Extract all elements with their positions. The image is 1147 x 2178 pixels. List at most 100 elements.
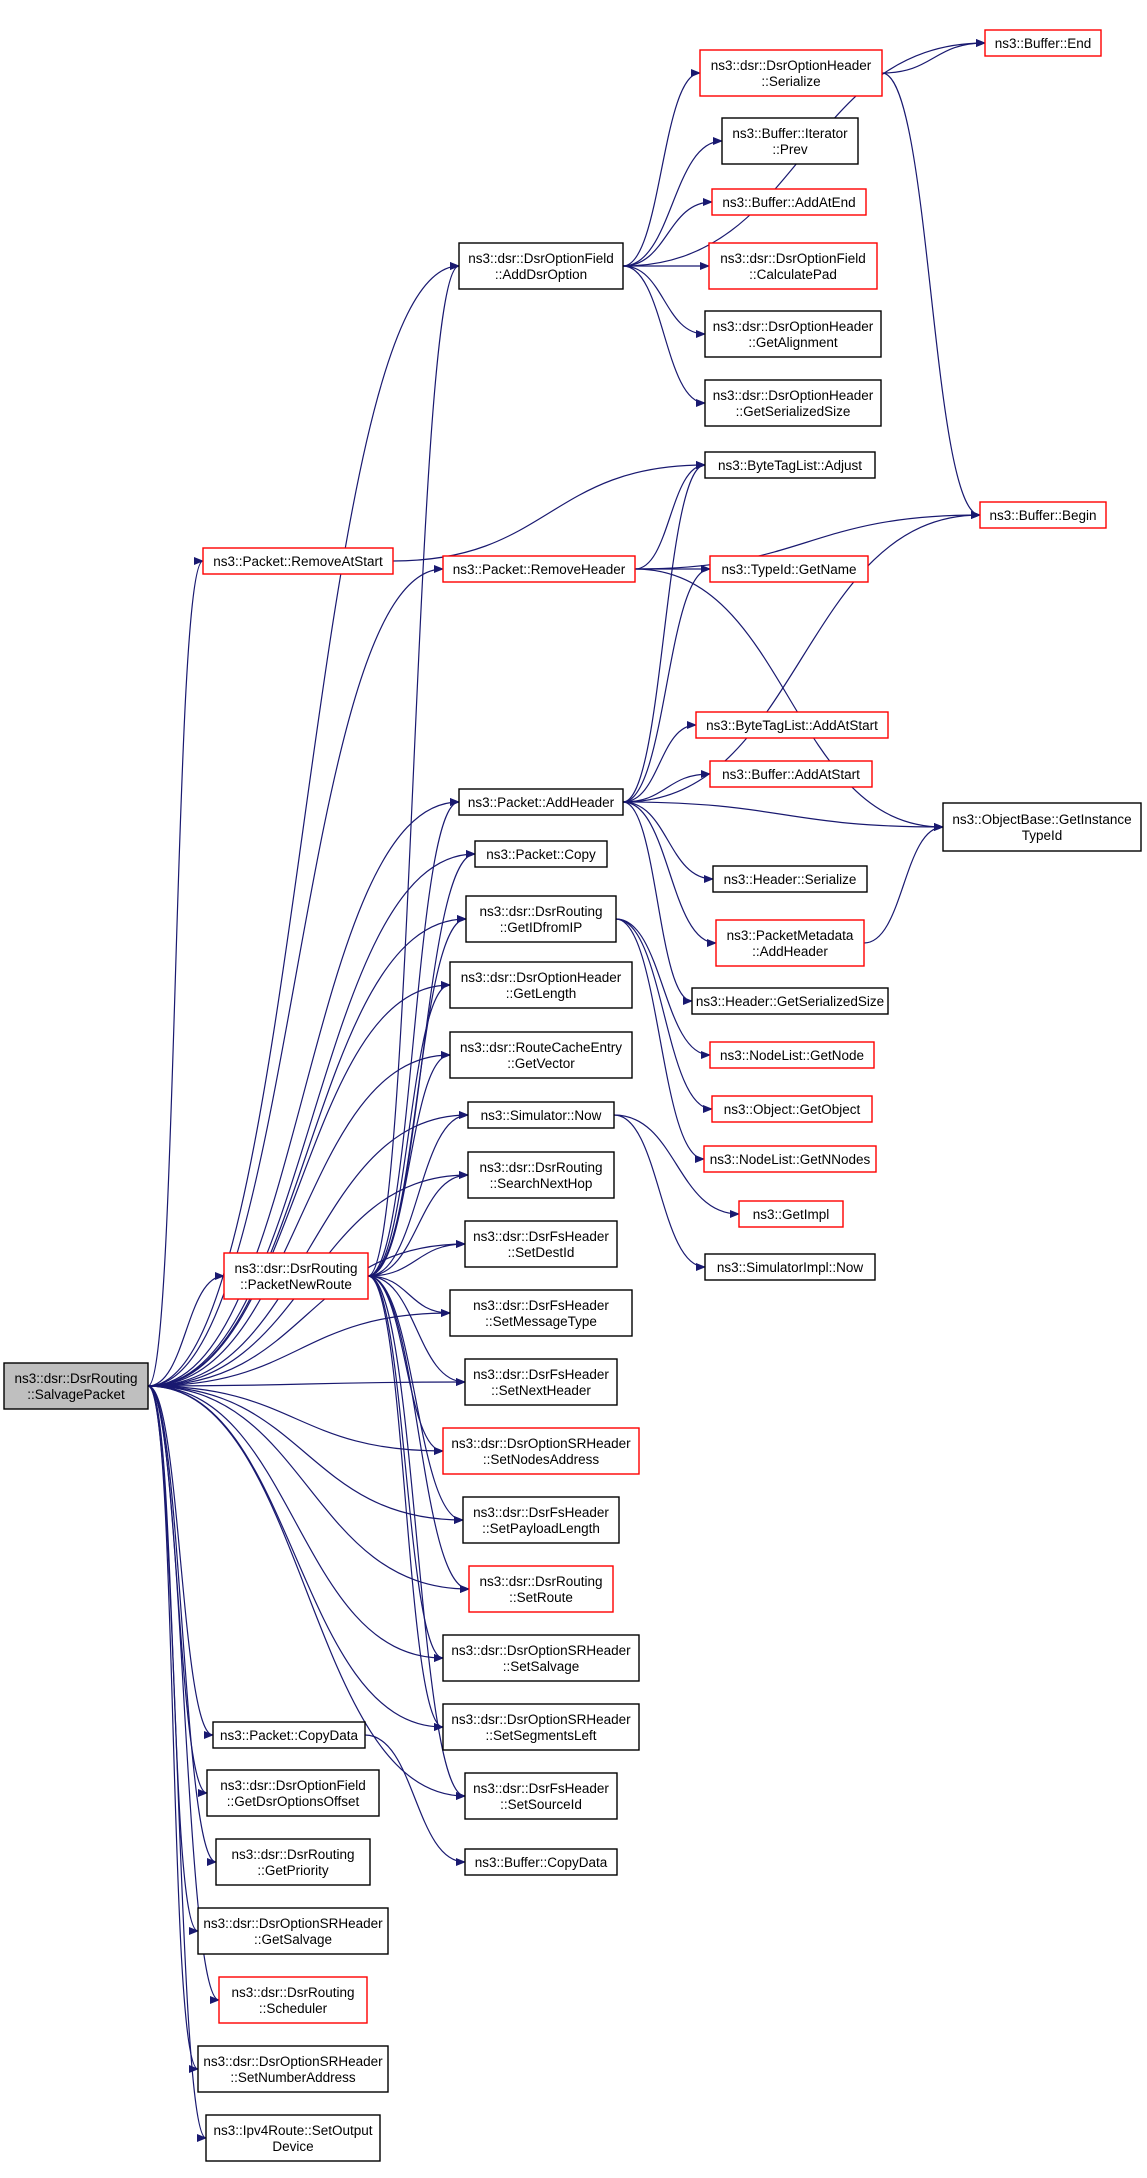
node-label-line: ns3::Buffer::Iterator [732,126,848,141]
node-label-line: ns3::Packet::RemoveHeader [453,562,626,577]
node-bufEnd[interactable]: ns3::Buffer::End [984,29,1102,57]
node-setSalvage[interactable]: ns3::dsr::DsrOptionSRHeader::SetSalvage [442,1634,640,1682]
node-box [218,1976,368,2024]
node-label-line: ns3::dsr::DsrOptionHeader [461,970,622,985]
node-label-line: ns3::Buffer::AddAtEnd [722,195,855,210]
node-label-line: ns3::dsr::DsrFsHeader [473,1505,609,1520]
node-getPriority[interactable]: ns3::dsr::DsrRouting::GetPriority [215,1838,371,1886]
node-setSegLeft[interactable]: ns3::dsr::DsrOptionSRHeader::SetSegments… [442,1703,640,1751]
node-box [458,788,624,816]
node-optGetSerSize[interactable]: ns3::dsr::DsrOptionHeader::GetSerialized… [704,379,882,427]
edge-pktAddHeader-to-hdrSerialize [622,801,714,883]
edge-salvage-to-pktCopyData [147,1385,214,1739]
node-getDsrOptOffset[interactable]: ns3::dsr::DsrOptionField::GetDsrOptionsO… [206,1769,380,1817]
node-calcPad[interactable]: ns3::dsr::DsrOptionField::CalculatePad [708,242,878,290]
edge-packetNewRoute-to-pktAddHeader [367,798,460,1277]
edge-packetNewRoute-to-rceGetVector [367,1051,451,1277]
node-label-line: ::SetSalvage [503,1659,580,1674]
edge-getIdFromIp-to-nlGetNode [615,918,711,1059]
node-box [474,840,608,868]
node-box [709,1041,875,1069]
node-bufAddAtStart[interactable]: ns3::Buffer::AddAtStart [709,760,873,788]
edge-salvage-to-setNextHeader [147,1378,466,1387]
node-getAlign[interactable]: ns3::dsr::DsrOptionHeader::GetAlignment [704,310,882,358]
node-pktCopyData[interactable]: ns3::Packet::CopyData [212,1721,366,1749]
node-setSourceId[interactable]: ns3::dsr::DsrFsHeader::SetSourceId [464,1772,618,1820]
node-bufCopyData[interactable]: ns3::Buffer::CopyData [464,1848,618,1876]
node-label-line: ns3::dsr::DsrRouting [231,1847,354,1862]
node-box [704,310,882,358]
node-pktRemoveHeader[interactable]: ns3::Packet::RemoveHeader [442,555,636,583]
edge-pktAddHeader-to-typeIdGetName [622,565,711,803]
node-nlGetNode[interactable]: ns3::NodeList::GetNode [709,1041,875,1069]
node-hdrGetSerSize[interactable]: ns3::Header::GetSerializedSize [691,987,889,1015]
node-box [458,242,624,290]
node-setMsgType[interactable]: ns3::dsr::DsrFsHeader::SetMessageType [449,1289,633,1337]
edge-salvage-to-setRoute [147,1385,470,1593]
node-setNumberAddr[interactable]: ns3::dsr::DsrOptionSRHeader::SetNumberAd… [197,2045,389,2093]
node-searchNextHop[interactable]: ns3::dsr::DsrRouting::SearchNextHop [467,1151,615,1199]
node-getSalvage[interactable]: ns3::dsr::DsrOptionSRHeader::GetSalvage [197,1907,389,1955]
node-rceGetVector[interactable]: ns3::dsr::RouteCacheEntry::GetVector [449,1031,633,1079]
node-typeIdGetName[interactable]: ns3::TypeId::GetName [709,555,869,583]
node-box [984,29,1102,57]
node-scheduler[interactable]: ns3::dsr::DsrRouting::Scheduler [218,1976,368,2024]
node-packetNewRoute[interactable]: ns3::dsr::DsrRouting::PacketNewRoute [223,1252,369,1300]
node-label-line: ::GetAlignment [748,335,838,350]
node-box [442,555,636,583]
node-btlAdjust[interactable]: ns3::ByteTagList::Adjust [704,451,876,479]
node-label-line: ns3::dsr::DsrOptionHeader [713,388,874,403]
node-addDsrOption[interactable]: ns3::dsr::DsrOptionField::AddDsrOption [458,242,624,290]
node-hdrSerialize[interactable]: ns3::Header::Serialize [712,865,868,893]
node-objGetObject[interactable]: ns3::Object::GetObject [711,1095,873,1123]
node-label-line: ns3::Buffer::AddAtStart [722,767,860,782]
node-salvage[interactable]: ns3::dsr::DsrRouting::SalvagePacket [3,1362,149,1410]
node-setNodesAddr[interactable]: ns3::dsr::DsrOptionSRHeader::SetNodesAdd… [442,1427,640,1475]
node-box [704,1253,876,1281]
edge-salvage-to-pktRemoveHeader [147,565,444,1387]
node-pktAddHeader[interactable]: ns3::Packet::AddHeader [458,788,624,816]
node-label-line: ns3::ByteTagList::Adjust [718,458,862,473]
node-pktRemoveAtStart[interactable]: ns3::Packet::RemoveAtStart [202,547,394,575]
edge-salvage-to-pktRemoveAtStart [147,557,204,1387]
node-label-line: ns3::Header::Serialize [724,872,857,887]
node-bufBegin[interactable]: ns3::Buffer::Begin [979,501,1107,529]
node-optSerialize[interactable]: ns3::dsr::DsrOptionHeader::Serialize [699,49,883,97]
node-setDestId[interactable]: ns3::dsr::DsrFsHeader::SetDestId [464,1220,618,1268]
edge-packetNewRoute-to-setNextHeader [367,1275,466,1386]
edge-packetNewRoute-to-setPayloadLen [367,1275,464,1524]
edge-optSerialize-to-bufBegin [881,72,981,519]
node-optGetLength[interactable]: ns3::dsr::DsrOptionHeader::GetLength [449,961,633,1009]
edge-packetNewRoute-to-setSegLeft [367,1275,444,1731]
node-simNow[interactable]: ns3::Simulator::Now [467,1101,615,1129]
node-setPayloadLen[interactable]: ns3::dsr::DsrFsHeader::SetPayloadLength [462,1496,620,1544]
node-label-line: ::SetNextHeader [491,1383,591,1398]
node-pmAddHeader[interactable]: ns3::PacketMetadata::AddHeader [715,919,865,967]
node-label-line: ns3::NodeList::GetNNodes [710,1152,871,1167]
edge-packetNewRoute-to-simNow [367,1111,469,1277]
node-label-line: ns3::dsr::DsrOptionSRHeader [203,1916,383,1931]
node-box [464,1358,618,1406]
node-iterPrev[interactable]: ns3::Buffer::Iterator::Prev [721,117,859,165]
edge-addDsrOption-to-bufAddAtEnd [622,198,713,267]
node-label-line: ns3::dsr::RouteCacheEntry [460,1040,622,1055]
node-btlAddAtStart[interactable]: ns3::ByteTagList::AddAtStart [695,711,889,739]
node-setRoute[interactable]: ns3::dsr::DsrRouting::SetRoute [468,1565,614,1613]
node-getImpl[interactable]: ns3::GetImpl [738,1200,844,1228]
node-nlGetNNodes[interactable]: ns3::NodeList::GetNNodes [703,1145,877,1173]
node-label-line: ::GetLength [506,986,577,1001]
node-pktCopy[interactable]: ns3::Packet::Copy [474,840,608,868]
node-label-line: ns3::Buffer::End [995,36,1092,51]
node-getIdFromIp[interactable]: ns3::dsr::DsrRouting::GetIDfromIP [465,895,617,943]
node-box [942,802,1142,852]
node-simImplNow[interactable]: ns3::SimulatorImpl::Now [704,1253,876,1281]
node-label-line: ::CalculatePad [749,267,837,282]
node-label-line: ns3::dsr::DsrOptionHeader [713,319,874,334]
node-bufAddAtEnd[interactable]: ns3::Buffer::AddAtEnd [711,188,867,216]
node-layer: ns3::dsr::DsrRouting::SalvagePacketns3::… [3,29,1142,2162]
node-box [467,1151,615,1199]
node-setNextHeader[interactable]: ns3::dsr::DsrFsHeader::SetNextHeader [464,1358,618,1406]
node-box [711,1095,873,1123]
